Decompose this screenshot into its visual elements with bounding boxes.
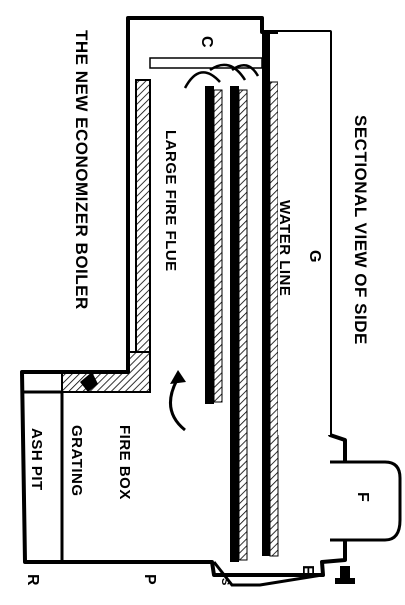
large-fire-flue-label: LARGE FIRE FLUE [162,130,179,272]
tube-plate-right-hatch [238,89,248,561]
tube-plate-left [205,86,214,404]
letter-g: G [306,250,323,263]
flame-arrow-2 [209,63,247,81]
water-line-label: WATER LINE [276,200,293,296]
blow-off-valve [340,566,350,584]
letter-f: F [354,492,371,502]
tube-plate-left-hatch [213,89,223,403]
flame-arrow-1 [183,71,221,89]
title-label: THE NEW ECONOMIZER BOILER [72,30,91,310]
firebox-bridge [80,372,98,392]
letter-e: E [299,565,316,576]
bottom-nozzle [212,561,323,587]
letter-p: P [141,574,158,585]
letter-c: C [198,36,215,48]
letter-s: S [219,578,231,586]
ash-pit-label: ASH PIT [28,428,45,491]
water-jacket [135,79,151,353]
outer-liner-hatch [269,81,279,557]
flame-arrow-3 [231,63,260,77]
tube-plate-right [230,86,239,562]
letter-r: R [24,574,41,586]
firebox-arrowhead [170,370,186,384]
fire-box-label: FIRE BOX [116,425,133,500]
water-column [278,32,330,435]
outer-liner [262,78,270,556]
firebox-wall [61,351,151,393]
tube-sheet-top [262,32,270,78]
caption-label: SECTIONAL VIEW OF SIDE [351,115,370,345]
flue-outlet [330,460,402,542]
grating-label: GRATING [68,425,85,497]
blow-off-valve-cap [335,578,355,584]
